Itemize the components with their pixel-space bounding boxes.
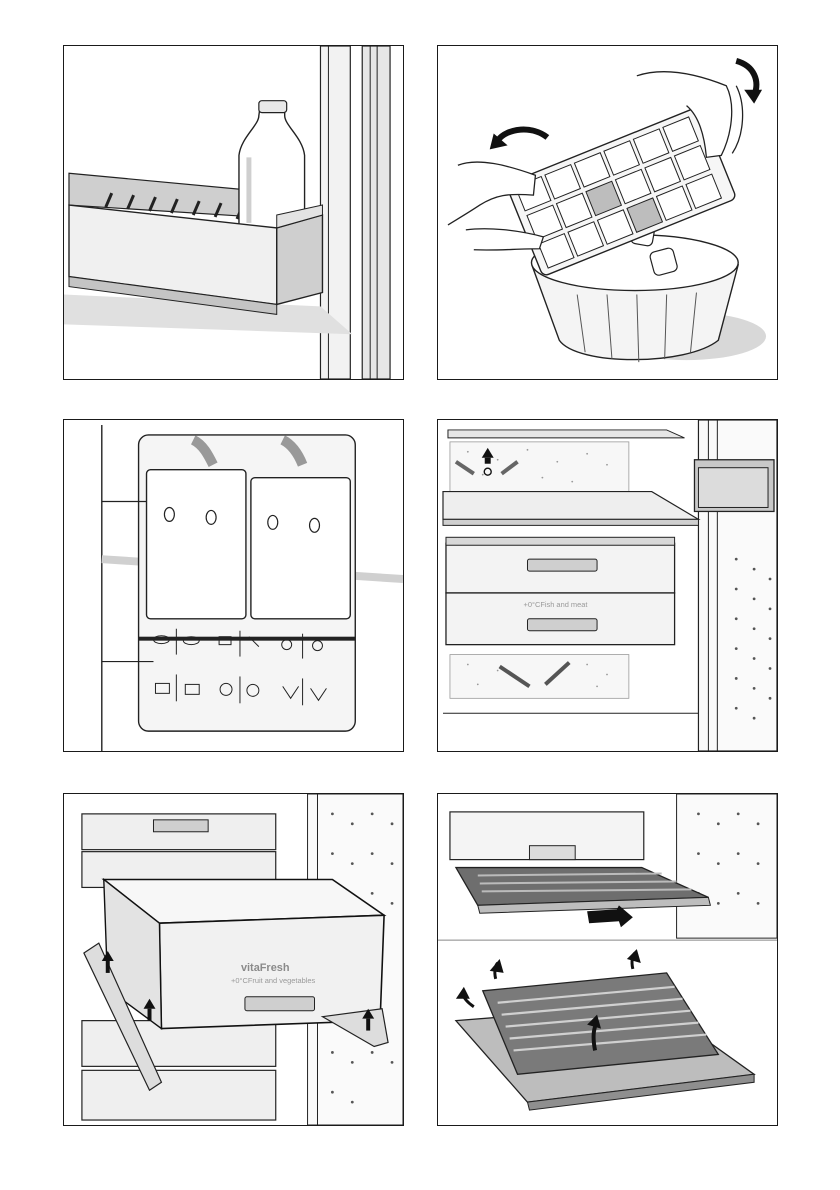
drawer-label: +0°CFish and meat [524,600,589,609]
figure-ice-cube-tray [437,45,778,380]
storage-labels-illustration [64,420,403,751]
figure-freshness-drawers-airflow: +0°CFish and meat [437,419,778,752]
grille-removal-illustration [438,794,777,1125]
milk-bottle-icon [239,101,305,230]
ice-tray-illustration [438,46,777,379]
vitafresh-drawer-illustration: vitaFresh +0°CFruit and vegetables [64,794,403,1125]
drawer-brand: vitaFresh [241,962,290,974]
figure-shelf-grille-removal [437,793,778,1126]
drawers-airflow-illustration: +0°CFish and meat [438,420,777,751]
figure-door-shelf-bottle [63,45,404,380]
figure-vitafresh-drawer-removal: vitaFresh +0°CFruit and vegetables [63,793,404,1126]
drawer-label: +0°CFruit and vegetables [231,976,315,985]
door-shelf-illustration [64,46,403,379]
figure-cold-storage-labels [63,419,404,752]
